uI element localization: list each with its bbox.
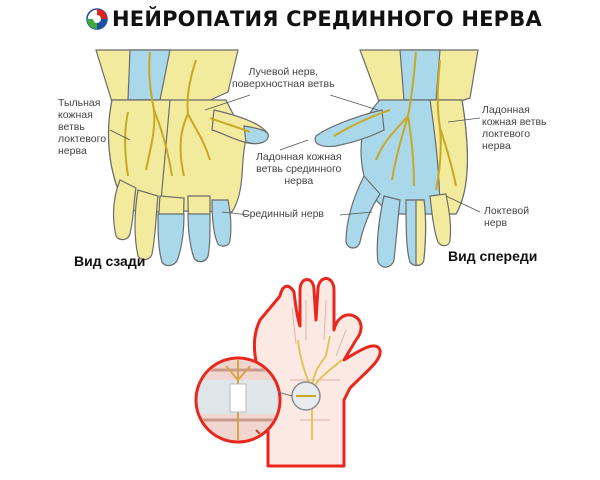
label-median-nerve: Срединный нерв [242,208,325,220]
label-palmar-ulnar-branch: Ладонная кожная ветвь локтевого нерва [482,104,547,152]
leader-lines [109,94,481,216]
logo-icon [86,8,108,30]
view-back-label: Вид сзади [74,253,146,269]
view-front-label: Вид спереди [448,248,538,264]
red-hand [253,277,382,468]
label-palmar-median-branch: Ладонная кожная ветвь срединного нерва [256,151,342,187]
right-hand-nerves [333,51,457,191]
label-ulnar-nerve: Локтевой нерв [484,205,530,229]
label-radial-superficial-branch: Лучевой нерв, поверхностная ветвь [232,66,335,90]
left-hand-nerves [124,51,251,177]
zoom-circle [194,356,293,444]
left-hand-back [95,49,269,267]
page-title: НЕЙРОПАТИЯ СРЕДИННОГО НЕРВА [112,7,542,31]
label-dorsal-ulnar-branch: Тыльная кожная ветвь локтевого нерва [58,97,107,157]
